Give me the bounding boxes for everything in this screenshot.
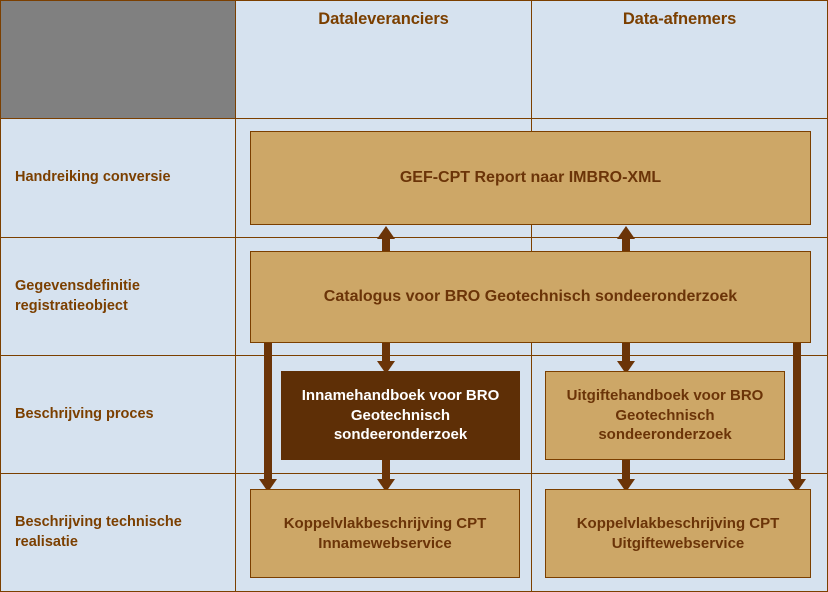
row-header-handreiking-conversie: Handreiking conversie <box>0 118 236 238</box>
arrow-down-catalogus-to-koppelvlak-uitgifte <box>788 342 806 492</box>
box-label: Innamehandboek voor BRO Geotechnisch son… <box>301 386 500 444</box>
column-header-label: Dataleveranciers <box>318 10 449 28</box>
row-header-label: Gegevensdefinitie registratieobject <box>15 277 140 314</box>
box-gef-cpt-report[interactable]: GEF-CPT Report naar IMBRO-XML <box>250 131 811 225</box>
row-header-beschrijving-technische-realisatie: Beschrijving technische realisatie <box>0 473 236 592</box>
arrow-down-catalogus-to-innamehandboek <box>377 342 395 374</box>
arrow-down-innamehandboek-to-koppelvlak-inname <box>377 459 395 492</box>
box-label: Uitgiftehandboek voor BRO Geotechnisch s… <box>566 386 764 444</box>
row-header-gegevensdefinitie-registratieobject: Gegevensdefinitie registratieobject <box>0 237 236 356</box>
box-label: Catalogus voor BRO Geotechnisch sondeero… <box>323 288 738 306</box>
box-uitgiftehandboek[interactable]: Uitgiftehandboek voor BRO Geotechnisch s… <box>545 371 785 460</box>
row-header-beschrijving-proces: Beschrijving proces <box>0 355 236 474</box>
row-header-label: Beschrijving technische realisatie <box>15 513 182 550</box>
arrow-down-catalogus-to-koppelvlak-inname <box>259 342 277 492</box>
box-koppelvlakbeschrijving-uitgifte[interactable]: Koppelvlakbeschrijving CPT Uitgiftewebse… <box>545 489 811 578</box>
arrow-down-catalogus-to-uitgiftehandboek <box>617 342 635 374</box>
arrow-up-catalogus-to-gef-cpt-right <box>617 226 635 261</box>
row-header-label: Beschrijving proces <box>15 405 154 422</box>
box-innamehandboek[interactable]: Innamehandboek voor BRO Geotechnisch son… <box>281 371 520 460</box>
row-header-label: Handreiking conversie <box>15 169 171 186</box>
box-koppelvlakbeschrijving-inname[interactable]: Koppelvlakbeschrijving CPT Innamewebserv… <box>250 489 520 578</box>
grid-corner-cell <box>0 0 236 119</box>
column-header-label: Data-afnemers <box>622 10 737 28</box>
arrow-up-catalogus-to-gef-cpt-left <box>377 226 395 261</box>
column-header-dataleveranciers: Dataleveranciers <box>235 0 532 119</box>
arrow-down-uitgiftehandboek-to-koppelvlak-uitgifte <box>617 459 635 492</box>
box-label: Koppelvlakbeschrijving CPT Uitgiftewebse… <box>576 514 780 552</box>
box-label: Koppelvlakbeschrijving CPT Innamewebserv… <box>283 514 487 552</box>
box-catalogus[interactable]: Catalogus voor BRO Geotechnisch sondeero… <box>250 251 811 343</box>
box-label: GEF-CPT Report naar IMBRO-XML <box>399 169 662 187</box>
column-header-data-afnemers: Data-afnemers <box>531 0 828 119</box>
